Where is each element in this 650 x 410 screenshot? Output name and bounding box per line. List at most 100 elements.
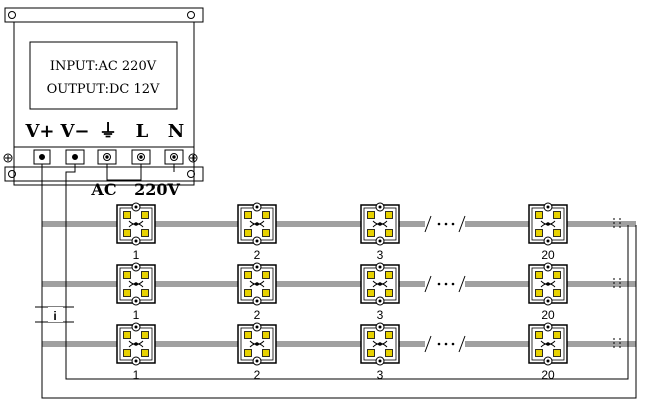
led-chip-icon [535,271,543,279]
led-chip-icon [367,289,375,297]
led-chip-icon [367,331,375,339]
mounting-hole-icon [8,11,16,19]
led-row: 1 2 3 20 [42,262,636,322]
led-chip-icon [141,271,149,279]
module-number-label: 2 [254,248,261,262]
module-number-label: 20 [541,368,555,382]
led-chip-icon [553,289,561,297]
led-chip-icon [367,229,375,237]
led-chip-icon [123,211,131,219]
led-module [116,262,156,306]
led-chip-icon [244,331,252,339]
mounting-hole-icon [8,170,16,178]
led-chip-icon [535,331,543,339]
led-chip-icon [123,229,131,237]
led-chip-icon [244,211,252,219]
led-chip-icon [535,289,543,297]
module-number-label: 3 [377,308,384,322]
led-chip-icon [367,271,375,279]
ellipsis-dot [437,222,441,226]
mounting-hole-icon [3,153,13,163]
psu-label-plate [29,41,178,110]
ellipsis-dot [437,282,441,286]
module-number-label: 2 [254,368,261,382]
led-module [360,322,400,366]
led-chip-icon [141,289,149,297]
ellipsis-dot [451,282,455,286]
led-module [116,202,156,246]
led-row: 1 2 3 20 [42,202,636,262]
led-chip-icon [385,349,393,357]
led-chip-icon [262,229,270,237]
mounting-hole-icon [187,11,195,19]
led-chip-icon [553,331,561,339]
led-chip-icon [262,211,270,219]
led-chip-icon [141,211,149,219]
led-module [360,262,400,306]
led-chip-icon [535,229,543,237]
led-chip-icon [553,349,561,357]
led-chip-icon [141,349,149,357]
led-chip-icon [535,349,543,357]
ellipsis-dot [444,342,448,346]
led-module [237,322,277,366]
led-chip-icon [385,271,393,279]
ellipsis-dot [444,282,448,286]
led-chip-icon [123,331,131,339]
led-chip-icon [262,331,270,339]
led-chip-icon [385,289,393,297]
break-mark-icon [458,275,466,293]
led-module [528,322,568,366]
led-chip-icon [244,289,252,297]
led-chip-icon [141,229,149,237]
ac-label: AC [90,180,116,199]
psu-top-bracket [4,7,204,23]
psu-output-text: OUTPUT:DC 12V [47,82,160,97]
led-chip-icon [244,271,252,279]
terminal-label-vplus: V+ [24,121,54,142]
break-mark-icon [424,335,432,353]
led-chip-icon [123,349,131,357]
ellipsis-dot [451,222,455,226]
led-module [528,262,568,306]
led-chip-icon [123,271,131,279]
break-mark-icon [458,335,466,353]
led-chip-icon [535,211,543,219]
led-module [360,202,400,246]
terminal-label-l: L [136,121,149,142]
break-mark-icon [458,215,466,233]
led-chip-icon [244,229,252,237]
led-chip-icon [553,211,561,219]
led-chip-icon [385,211,393,219]
voltage-label: 220V [134,180,180,199]
break-mark-icon [424,275,432,293]
module-number-label: 1 [133,248,140,262]
module-number-label: 20 [541,308,555,322]
led-chip-icon [262,271,270,279]
led-module [237,202,277,246]
fuse-icon [35,306,74,323]
led-module [528,202,568,246]
module-number-label: 2 [254,308,261,322]
module-number-label: 3 [377,248,384,262]
led-chip-icon [385,331,393,339]
psu-body [13,21,195,186]
mounting-hole-icon [188,153,198,163]
led-chip-icon [367,211,375,219]
ellipsis-dot [444,222,448,226]
led-chip-icon [553,229,561,237]
psu-input-text: INPUT:AC 220V [50,59,157,74]
led-chip-icon [123,289,131,297]
terminal-label-n: N [168,121,184,142]
dc-bus-wires [41,164,637,399]
ellipsis-dot [437,342,441,346]
terminal-label-vminus: V− [59,121,89,142]
ground-icon: ⏚ [99,121,117,142]
module-number-label: 1 [133,308,140,322]
module-number-label: 20 [541,248,555,262]
module-number-label: 1 [133,368,140,382]
led-chip-icon [385,229,393,237]
